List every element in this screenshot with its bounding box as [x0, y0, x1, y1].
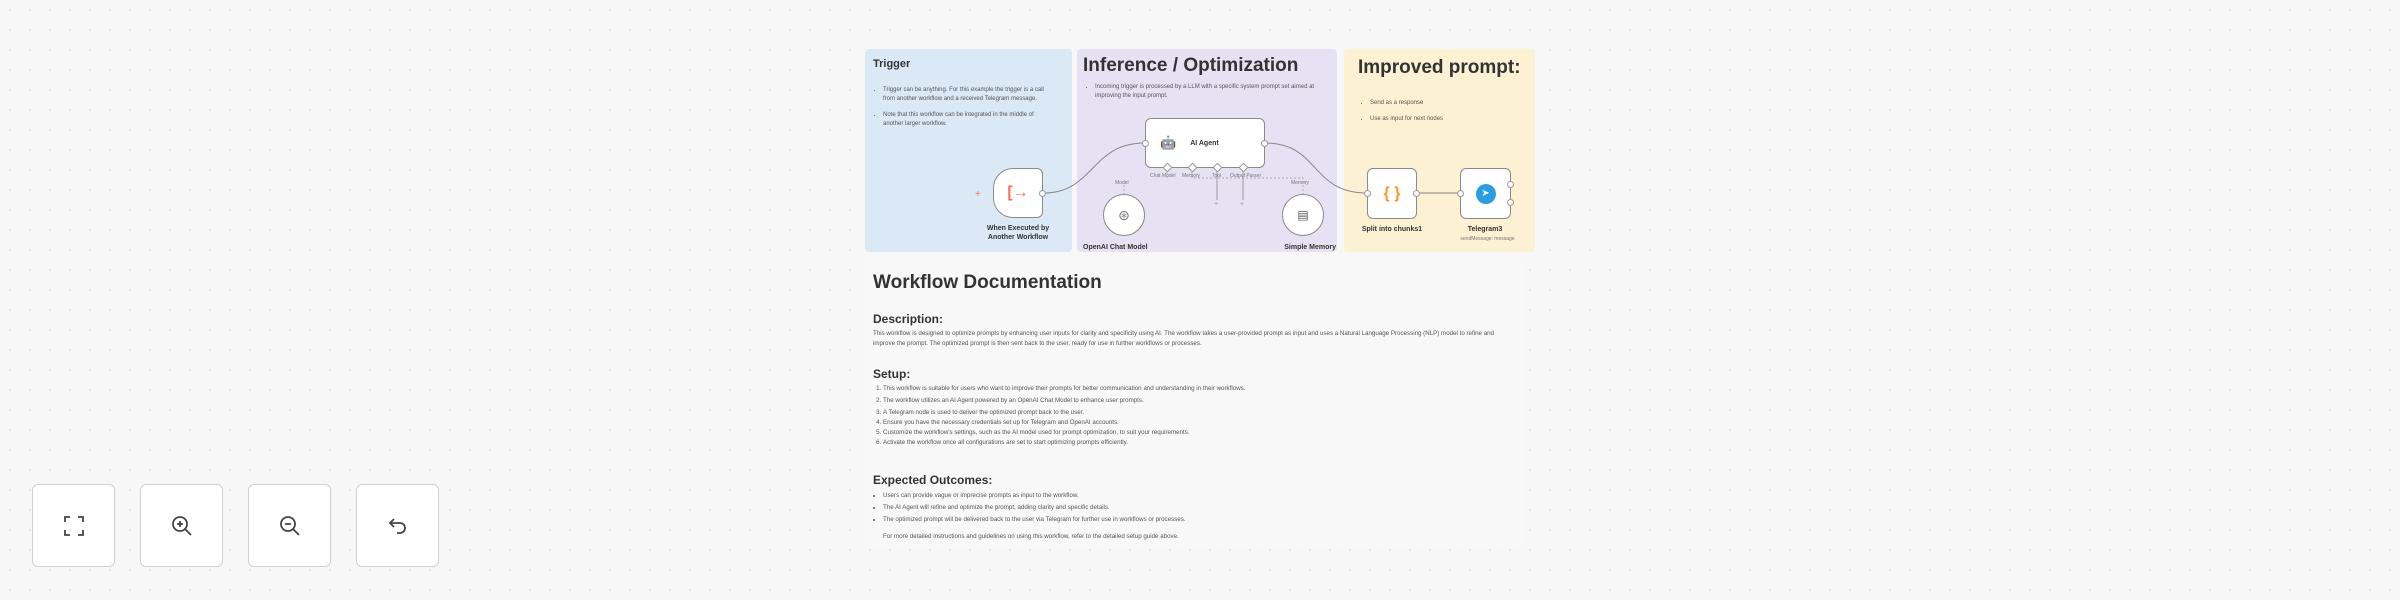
openai-port-label: Model: [1115, 180, 1129, 186]
connection-model: [1123, 168, 1168, 194]
zoom-out-button[interactable]: [248, 484, 331, 567]
openai-icon: ⊛: [1118, 206, 1130, 223]
output-port[interactable]: [1039, 190, 1046, 197]
undo-button[interactable]: [356, 484, 439, 567]
telegram-icon: ➤: [1475, 183, 1496, 204]
openai-chat-model-node[interactable]: ⊛: [1103, 194, 1145, 236]
outcomes-heading: Expected Outcomes:: [873, 473, 993, 487]
ai-agent-node[interactable]: 🤖 AI Agent: [1142, 118, 1268, 173]
ai-agent-label: AI Agent: [1190, 139, 1219, 147]
outcome-item: The AI Agent will refine and optimize th…: [883, 502, 1503, 514]
doc-footer: For more detailed instructions and guide…: [883, 533, 1179, 540]
connection-agent-split: [1264, 142, 1368, 194]
outcomes-list: Users can provide vague or imprecise pro…: [883, 490, 1503, 526]
setup-heading: Setup:: [873, 367, 911, 381]
description-heading: Description:: [873, 312, 944, 326]
outcome-item: Users can provide vague or imprecise pro…: [883, 490, 1503, 502]
trigger-node-label: When Executed by Another Workflow: [986, 225, 1050, 241]
trigger-node[interactable]: [→: [993, 168, 1046, 218]
robot-icon: 🤖: [1160, 135, 1177, 150]
telegram-node-label: Telegram3: [1467, 226, 1503, 233]
output-port[interactable]: [1413, 190, 1420, 197]
setup-item: This workflow is suitable for users who …: [883, 384, 1503, 394]
zoom-in-icon: [171, 515, 192, 536]
improved-note-bullet: Send as a response: [1370, 99, 1520, 108]
trigger-note-bullet: Note that this workflow can be integrate…: [883, 111, 1053, 129]
inference-note-title: Inference / Optimization: [1083, 55, 1299, 76]
connection-trigger-agent: [1042, 142, 1146, 194]
description-text: This workflow is designed to optimize pr…: [873, 330, 1495, 347]
memory-node-label: Simple Memory: [1284, 244, 1336, 251]
openai-node-label: OpenAI Chat Model: [1083, 244, 1148, 251]
zoom-out-icon: [279, 515, 300, 536]
inference-note-bullet: Incoming trigger is processed by a LLM w…: [1095, 83, 1315, 101]
input-port[interactable]: [1142, 140, 1149, 147]
zoom-in-button[interactable]: [140, 484, 223, 567]
input-port[interactable]: [1364, 190, 1371, 197]
fit-view-button[interactable]: [32, 484, 115, 567]
port-label-memory: Memory: [1182, 173, 1201, 179]
setup-item: Ensure you have the necessary credential…: [883, 418, 1503, 428]
doc-title: Workflow Documentation: [873, 272, 1102, 293]
input-port[interactable]: [1457, 190, 1464, 197]
improved-note-title: Improved prompt:: [1358, 57, 1521, 78]
parser-add-icon: +: [1240, 201, 1244, 208]
tool-port-line: [1216, 168, 1244, 200]
output-port[interactable]: [1507, 181, 1514, 188]
documentation-note[interactable]: Workflow Documentation Description: This…: [865, 258, 1525, 548]
code-braces-icon: { }: [1383, 184, 1401, 202]
improved-note-bullet: Use as input for next nodes: [1370, 115, 1520, 124]
output-port[interactable]: [1261, 140, 1268, 147]
setup-item: Activate the workflow once all configura…: [883, 438, 1503, 448]
setup-item: Customize the workflow's settings, such …: [883, 428, 1503, 438]
trigger-note-bullet: Trigger can be anything. For this exampl…: [883, 86, 1053, 104]
output-port[interactable]: [1507, 199, 1514, 206]
trigger-note-title: Trigger: [873, 58, 911, 70]
memory-port-label: Memory: [1291, 180, 1310, 186]
trigger-add-icon: +: [975, 189, 981, 200]
database-icon: ▤: [1297, 208, 1309, 222]
port-label-tool: Tool: [1212, 173, 1222, 179]
telegram-node-subtitle: sendMessage: message: [1460, 236, 1515, 242]
simple-memory-node[interactable]: ▤: [1282, 194, 1324, 236]
fit-view-icon: [63, 515, 84, 536]
outcome-item: The optimized prompt will be delivered b…: [883, 514, 1503, 526]
split-node[interactable]: { }: [1364, 168, 1420, 219]
port-label-output-parser: Output Parser: [1230, 173, 1262, 179]
setup-item: A Telegram node is used to deliver the o…: [883, 408, 1503, 418]
telegram-node[interactable]: ➤: [1457, 168, 1514, 219]
tool-add-icon: +: [1214, 201, 1218, 208]
undo-icon: [388, 517, 406, 534]
sign-out-icon: [→: [1007, 184, 1029, 201]
setup-list: This workflow is suitable for users who …: [883, 384, 1503, 448]
setup-item: The workflow utilizes an AI Agent powere…: [883, 396, 1503, 406]
port-label-chat-model: Chat Model: [1150, 173, 1176, 179]
trigger-note[interactable]: Trigger Trigger can be anything. For thi…: [865, 49, 1072, 252]
connection-memory: [1191, 168, 1304, 194]
split-node-label: Split into chunks1: [1361, 226, 1423, 233]
